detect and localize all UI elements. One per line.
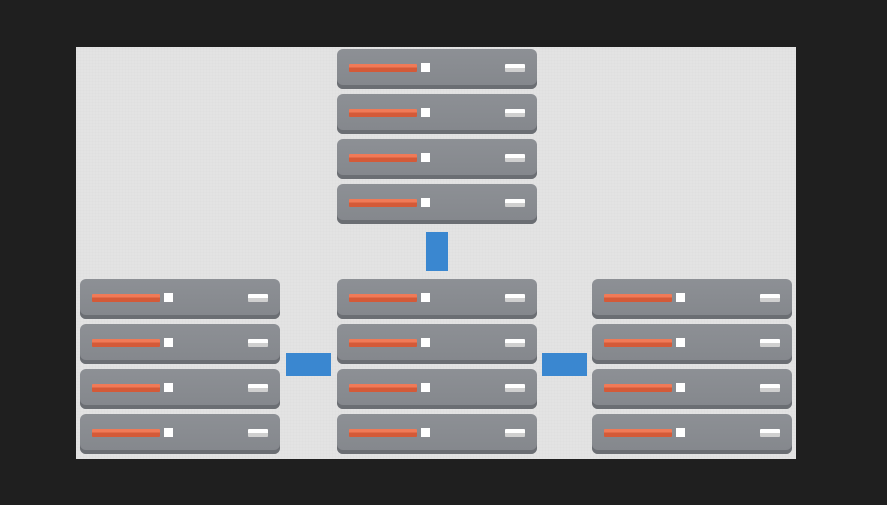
drive-slot-icon	[248, 294, 268, 302]
drive-slot-icon	[505, 199, 525, 207]
server-unit	[592, 324, 792, 364]
indicator-light-icon	[164, 293, 173, 302]
server-unit	[337, 414, 537, 454]
drive-slot-icon	[760, 339, 780, 347]
connector-center-to-right	[542, 353, 587, 376]
server-unit	[80, 324, 280, 364]
indicator-light-icon	[164, 383, 173, 392]
drive-slot-icon	[760, 384, 780, 392]
server-unit	[337, 279, 537, 319]
server-unit	[592, 414, 792, 454]
status-bar	[349, 199, 417, 207]
indicator-light-icon	[676, 383, 685, 392]
drive-slot-icon	[505, 109, 525, 117]
left-stack	[80, 279, 280, 455]
status-bar	[604, 294, 672, 302]
server-unit	[80, 369, 280, 409]
status-bar	[604, 429, 672, 437]
status-bar	[349, 429, 417, 437]
server-unit	[592, 279, 792, 319]
drive-slot-icon	[760, 294, 780, 302]
drive-slot-icon	[505, 294, 525, 302]
indicator-light-icon	[164, 428, 173, 437]
status-bar	[92, 294, 160, 302]
indicator-light-icon	[421, 63, 430, 72]
server-unit	[337, 139, 537, 179]
indicator-light-icon	[164, 338, 173, 347]
indicator-light-icon	[421, 383, 430, 392]
indicator-light-icon	[676, 338, 685, 347]
indicator-light-icon	[421, 108, 430, 117]
indicator-light-icon	[421, 153, 430, 162]
right-stack	[592, 279, 792, 455]
status-bar	[349, 154, 417, 162]
drive-slot-icon	[248, 384, 268, 392]
server-unit	[337, 324, 537, 364]
status-bar	[349, 384, 417, 392]
connector-left-to-center	[286, 353, 331, 376]
indicator-light-icon	[421, 198, 430, 207]
status-bar	[92, 429, 160, 437]
drive-slot-icon	[760, 429, 780, 437]
status-bar	[349, 294, 417, 302]
indicator-light-icon	[421, 293, 430, 302]
status-bar	[604, 339, 672, 347]
drive-slot-icon	[505, 339, 525, 347]
top-stack	[337, 49, 537, 225]
indicator-light-icon	[676, 293, 685, 302]
status-bar	[604, 384, 672, 392]
drive-slot-icon	[248, 339, 268, 347]
drive-slot-icon	[505, 384, 525, 392]
status-bar	[349, 109, 417, 117]
diagram-canvas	[76, 47, 796, 459]
indicator-light-icon	[421, 428, 430, 437]
server-unit	[337, 94, 537, 134]
drive-slot-icon	[505, 429, 525, 437]
drive-slot-icon	[505, 154, 525, 162]
center-stack	[337, 279, 537, 455]
status-bar	[92, 339, 160, 347]
server-unit	[80, 279, 280, 319]
server-unit	[337, 184, 537, 224]
drive-slot-icon	[505, 64, 525, 72]
connector-top-to-center	[426, 232, 448, 271]
drive-slot-icon	[248, 429, 268, 437]
server-unit	[337, 49, 537, 89]
server-unit	[80, 414, 280, 454]
server-unit	[592, 369, 792, 409]
server-unit	[337, 369, 537, 409]
indicator-light-icon	[421, 338, 430, 347]
status-bar	[92, 384, 160, 392]
status-bar	[349, 339, 417, 347]
indicator-light-icon	[676, 428, 685, 437]
status-bar	[349, 64, 417, 72]
